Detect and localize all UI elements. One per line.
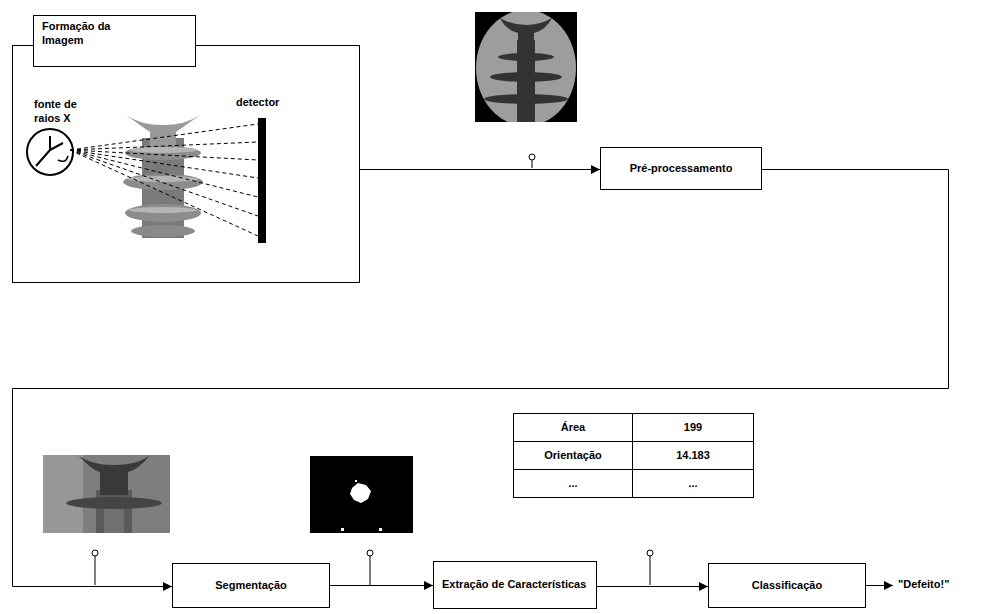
output-arrow	[866, 585, 893, 586]
process-box: Classificação	[708, 563, 866, 608]
segmented-thumbnail	[341, 528, 344, 531]
tap-stem	[650, 556, 651, 585]
xray-beams	[70, 124, 258, 236]
box-label: Segmentação	[215, 579, 287, 593]
flow-arrow	[13, 170, 949, 587]
segmented-thumbnail	[355, 480, 357, 482]
flow-arrow	[597, 586, 708, 587]
segmented-thumbnail	[310, 456, 413, 533]
xray-beams	[70, 150, 258, 178]
xray-thumbnail	[475, 10, 577, 126]
tap-stem	[647, 550, 653, 585]
stage-title: Formação da Imagem	[42, 20, 124, 48]
xray-thumbnail	[43, 455, 170, 533]
xray-thumbnail	[490, 72, 562, 82]
insulator-drawing	[131, 225, 195, 237]
xray-thumbnail	[78, 455, 150, 495]
insulator-drawing	[126, 115, 200, 146]
xray-thumbnail	[43, 455, 162, 533]
part-label: detector	[236, 96, 279, 110]
xray-thumbnail	[66, 497, 162, 509]
xray-beams	[70, 150, 258, 160]
tap-stem	[532, 160, 533, 168]
flow-arrow	[360, 169, 600, 170]
tap-stem	[92, 550, 98, 585]
xray-beams	[70, 150, 258, 236]
tap-stem	[367, 550, 373, 585]
xray-source	[58, 156, 68, 161]
feature-table	[514, 469, 754, 470]
xray-beams	[70, 142, 258, 150]
insulator-drawing	[129, 207, 197, 213]
table-cell: Orientação	[514, 442, 632, 469]
tap-stem	[92, 550, 98, 556]
xray-source	[27, 129, 73, 175]
segmented-thumbnail	[350, 483, 371, 503]
xray-source	[27, 129, 73, 175]
xray-thumbnail	[476, 12, 576, 122]
output-label: "Defeito!"	[898, 578, 949, 592]
feature-table	[514, 414, 754, 498]
insulator-drawing	[127, 176, 199, 182]
tap-stem	[529, 154, 535, 168]
xray-thumbnail	[43, 455, 170, 533]
process-box: Segmentação	[172, 563, 330, 608]
insulator-drawing	[125, 204, 201, 222]
detector-bar	[258, 118, 266, 243]
xray-thumbnail	[43, 455, 83, 533]
box-label: Classificação	[752, 579, 822, 593]
part-label: fonte de raios X	[34, 98, 92, 126]
insulator-drawing	[129, 147, 197, 153]
xray-thumbnail	[96, 490, 132, 533]
tap-stem	[529, 154, 535, 160]
segmented-thumbnail	[310, 456, 413, 533]
xray-thumbnail	[498, 53, 554, 61]
feature-table	[514, 441, 754, 442]
table-cell: ...	[633, 470, 753, 497]
xray-thumbnail	[484, 94, 568, 104]
process-box: Extração de Características	[433, 561, 597, 609]
xray-thumbnail	[500, 18, 552, 45]
flow-arrow	[330, 585, 433, 586]
tap-stem	[370, 556, 371, 585]
xray-beams	[70, 150, 258, 216]
box-label: Pré-processamento	[630, 162, 733, 176]
tap-stem	[367, 550, 373, 556]
table-cell: Área	[514, 414, 632, 441]
xray-thumbnail	[476, 12, 576, 122]
xray-beams	[70, 150, 258, 197]
table-cell: ...	[514, 470, 632, 497]
tap-stem	[647, 550, 653, 556]
segmented-thumbnail	[379, 528, 382, 531]
tap-stem	[95, 556, 96, 585]
xray-source	[36, 136, 63, 166]
insulator-drawing	[123, 174, 203, 190]
title-box: Formação da Imagem	[33, 15, 196, 67]
box-label: Extração de Características	[442, 578, 586, 592]
xray-thumbnail	[104, 506, 124, 533]
insulator-drawing	[125, 146, 201, 160]
stage-frame: Formação da Imagem	[12, 45, 360, 283]
table-cell: 199	[633, 414, 753, 441]
feature-table	[514, 414, 754, 498]
table-cell: 14.183	[633, 442, 753, 469]
process-box: Pré-processamento	[600, 147, 762, 190]
feature-table	[632, 414, 633, 498]
xray-beams	[70, 124, 258, 150]
